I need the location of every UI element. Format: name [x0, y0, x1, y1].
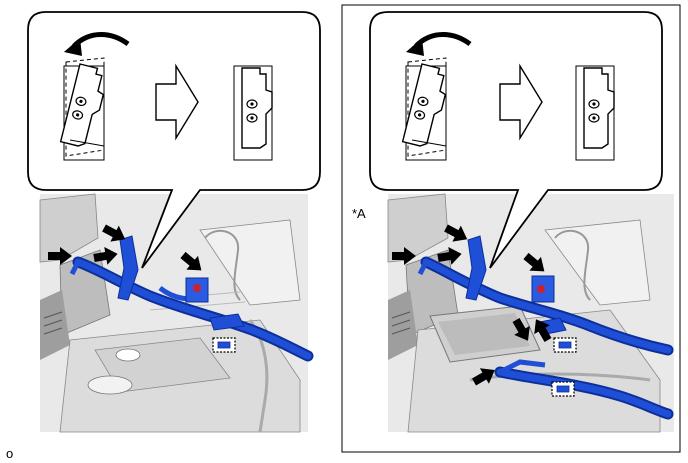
left-clamp-marker	[193, 284, 201, 292]
left-wire-harness	[69, 235, 314, 362]
right-clamp-marker	[537, 285, 545, 293]
right-panel: *A	[352, 11, 674, 433]
left-callout-before	[59, 57, 110, 161]
right-clip-indicator-1	[553, 337, 577, 353]
left-clip-indicator	[212, 337, 236, 353]
right-transition-arrow	[499, 63, 543, 141]
right-callout-before	[401, 57, 452, 161]
right-vehicle-photo	[387, 193, 674, 433]
right-panel-label: *A	[352, 206, 366, 221]
right-wire-harness	[417, 235, 674, 420]
figure-code: o	[6, 446, 13, 461]
left-panel	[27, 11, 321, 433]
right-callout-after	[575, 65, 615, 161]
left-callout-after	[233, 65, 273, 161]
left-transition-arrow	[155, 63, 199, 141]
left-vehicle-photo	[39, 193, 308, 433]
right-clip-indicator-2	[551, 381, 575, 397]
